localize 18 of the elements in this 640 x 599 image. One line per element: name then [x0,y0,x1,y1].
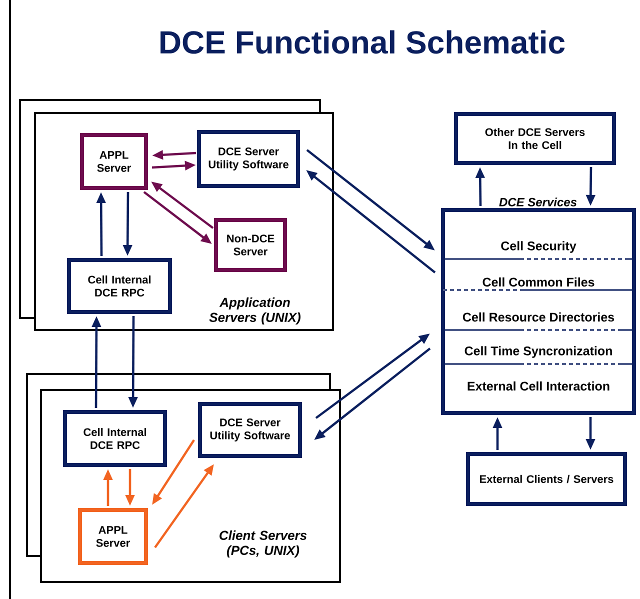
server-box: Non-DCE Server [214,218,287,272]
service-row: Cell Security [501,241,576,253]
server-box: Cell Internal DCE RPC [63,410,167,467]
server-box: APPL Server [80,133,148,190]
server-box: Other DCE Servers In the Cell [454,112,616,165]
server-box: External Clients / Servers [466,452,627,506]
service-row: External Cell Interaction [468,381,610,391]
panel-label: Client Servers (PCs, UNIX) [220,530,307,558]
panel-label: Application Servers (UNIX) [209,297,300,325]
server-box: APPL Server [78,508,148,565]
server-box: DCE Server Utility Software [197,130,300,188]
server-box: Cell Internal DCE RPC [67,258,172,314]
title: DCE Functional Schematic [160,30,565,54]
server-box: DCE Server Utility Software [198,402,302,458]
services-heading: DCE Services [499,198,577,206]
service-row: Cell Resource Directories [462,312,614,322]
service-row: Cell Time Syncronization [464,346,612,358]
service-row: Cell Common Files [482,277,594,287]
